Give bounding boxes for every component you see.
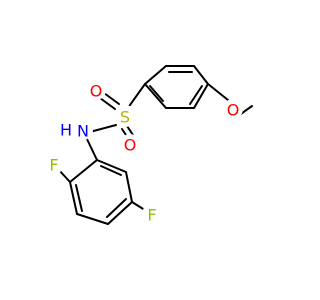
atom-oxygen: O [90, 82, 103, 101]
bond [96, 159, 127, 173]
bond [75, 184, 83, 212]
atom-background [114, 105, 136, 127]
molecule-structure-diagram: S O O H N O F F [44, 65, 253, 225]
atom-background [73, 120, 93, 140]
bond [99, 97, 116, 110]
bond [100, 165, 122, 176]
bond [207, 83, 229, 101]
atom-labels: S O O H N O F F [44, 80, 243, 225]
bond [76, 213, 109, 225]
bond [106, 198, 127, 218]
bond [85, 136, 98, 161]
bond [149, 85, 164, 102]
atom-hydrogen: H [60, 121, 72, 140]
atom-background [223, 99, 243, 119]
bond [69, 181, 78, 215]
atom-sulfur: S [120, 108, 130, 127]
bond [103, 92, 120, 105]
atom-background [44, 154, 64, 174]
bond [144, 83, 167, 109]
atom-background [86, 80, 106, 100]
bond [193, 65, 209, 85]
atom-nitrogen: N [77, 122, 89, 141]
atom-oxygen: O [124, 136, 137, 155]
bond [107, 201, 133, 225]
bond [125, 171, 133, 203]
bond [193, 83, 209, 109]
bond [69, 159, 98, 183]
atom-oxygen: O [227, 101, 240, 120]
atom-fluorine: F [147, 206, 156, 225]
atom-fluorine: F [49, 156, 58, 175]
bond [189, 85, 203, 105]
atom-background [142, 204, 162, 224]
bond [144, 65, 167, 85]
atom-background [120, 134, 140, 154]
